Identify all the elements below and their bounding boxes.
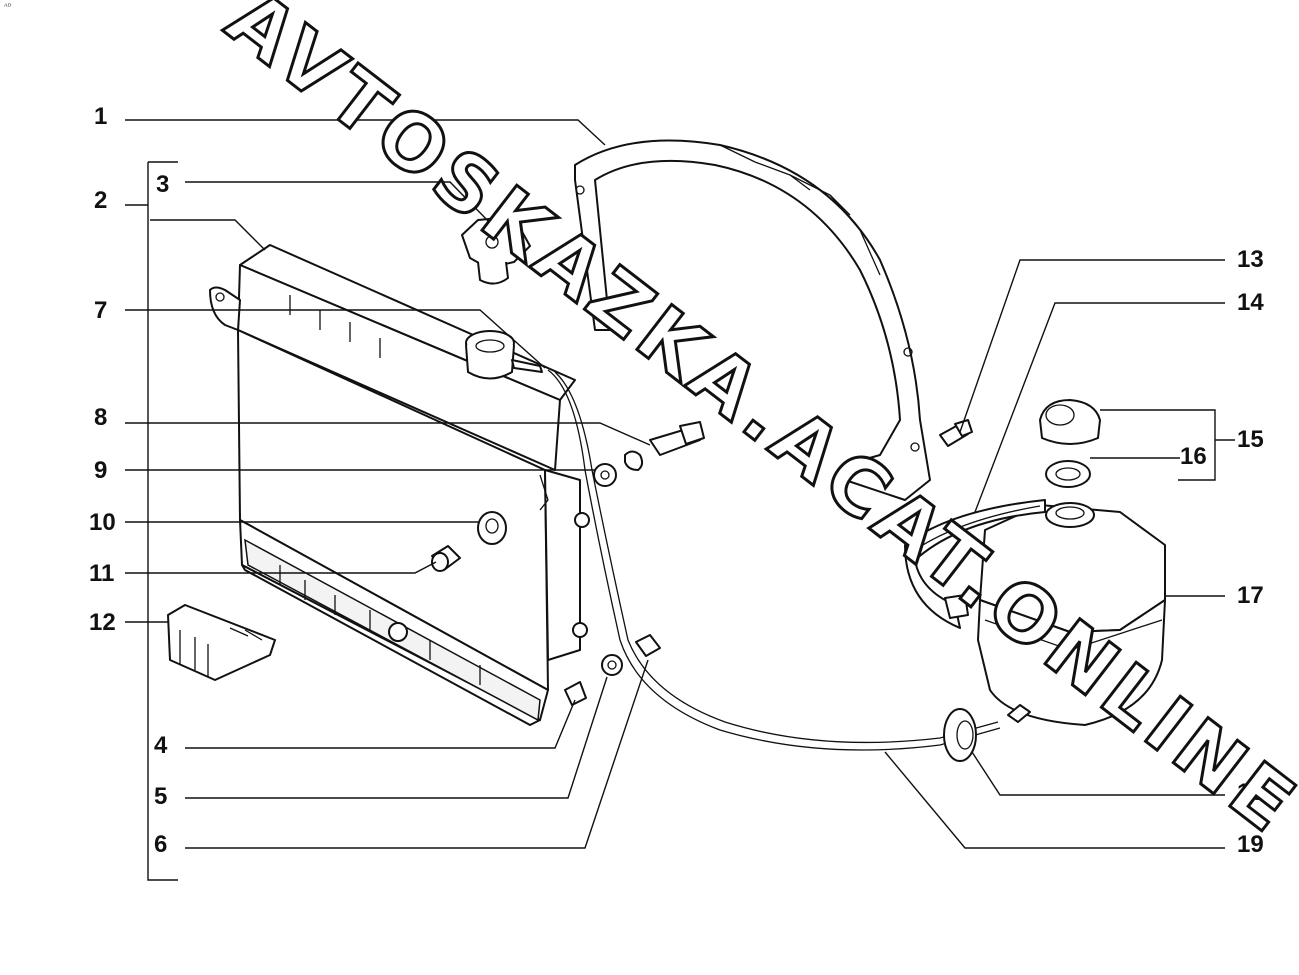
callout-11: 11 (89, 560, 114, 587)
rubber-cushion (477, 511, 507, 545)
overflow-hose (547, 369, 1001, 751)
callout-16: 16 (1180, 443, 1207, 470)
callout-2: 2 (94, 187, 107, 214)
callout-15: 15 (1237, 426, 1264, 453)
callout-7: 7 (94, 297, 107, 324)
hose-clamp (943, 708, 977, 762)
corner-mark: ᴬᴰ (3, 2, 11, 11)
tank-strap (904, 499, 1046, 629)
fan-shroud (574, 139, 931, 501)
support-pad (167, 604, 276, 681)
callout-17: 17 (1237, 582, 1264, 609)
radiator-cap (461, 217, 531, 285)
callout-13: 13 (1237, 246, 1264, 273)
expansion-tank (977, 502, 1166, 726)
callout-5: 5 (154, 783, 167, 810)
callout-14: 14 (1237, 289, 1264, 316)
callout-1: 1 (94, 103, 107, 130)
callout-6: 6 (154, 831, 167, 858)
callout-18: 18 (1237, 779, 1264, 806)
mounting-bolt (624, 421, 705, 471)
callout-12: 12 (89, 609, 116, 636)
lower-bolt (601, 634, 661, 676)
callout-numbers: 1 2 3 4 5 6 7 8 9 10 11 12 13 14 15 16 1… (89, 103, 1264, 858)
leader-lines (125, 119, 1235, 881)
bushing (431, 545, 461, 572)
tank-gasket (1045, 460, 1091, 488)
callout-19: 19 (1237, 831, 1264, 858)
washer (593, 463, 617, 487)
callout-8: 8 (94, 404, 107, 431)
callout-3: 3 (156, 171, 169, 198)
callout-9: 9 (94, 457, 107, 484)
shroud-bolt (939, 419, 973, 447)
callout-4: 4 (154, 732, 168, 759)
tank-cap (1039, 399, 1101, 445)
callout-10: 10 (89, 509, 116, 536)
filler-neck (465, 330, 543, 380)
